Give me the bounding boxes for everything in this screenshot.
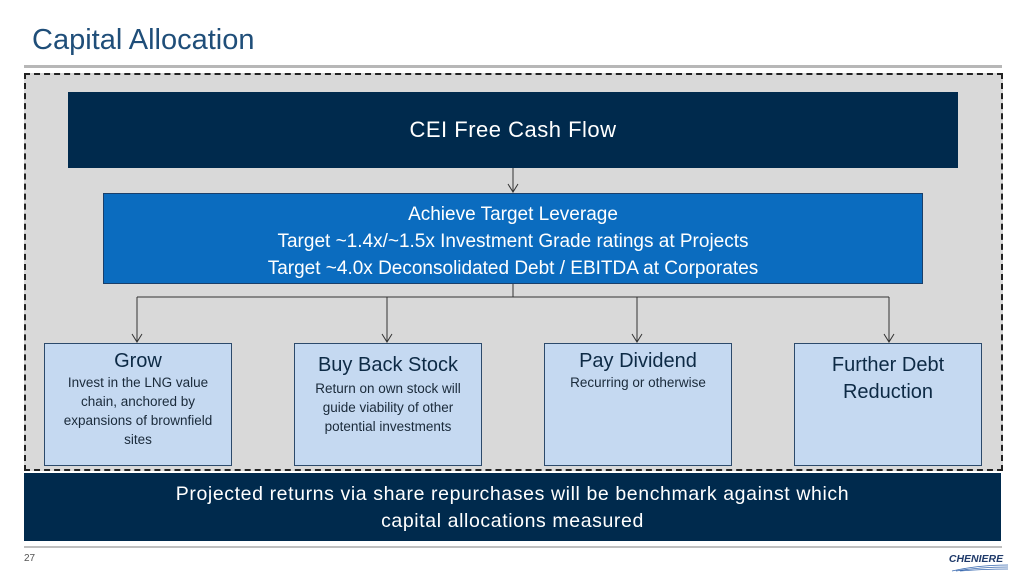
title-divider — [24, 65, 1002, 68]
page-title: Capital Allocation — [32, 24, 255, 56]
option-desc: Recurring or otherwise — [570, 375, 706, 390]
option-heading: Pay Dividend — [579, 350, 697, 372]
leverage-line-1: Achieve Target Leverage — [408, 204, 618, 225]
page-number: 27 — [24, 553, 36, 564]
option-debt-reduction: Further Debt Reduction — [794, 343, 982, 466]
banner-line-2: capital allocations measured — [381, 510, 644, 532]
option-grow: Grow Invest in the LNG value chain, anch… — [44, 343, 232, 466]
option-desc: Return on own stock will guide viability… — [315, 381, 461, 434]
option-desc: Invest in the LNG value chain, anchored … — [63, 375, 213, 447]
banner-line-1: Projected returns via share repurchases … — [175, 483, 850, 505]
cheniere-logo: CHENIERE — [938, 552, 1014, 577]
option-heading: Grow — [114, 350, 162, 372]
option-pay-dividend: Pay Dividend Recurring or otherwise — [544, 343, 732, 466]
option-buy-back-stock: Buy Back Stock Return on own stock will … — [294, 343, 482, 466]
svg-text:CHENIERE: CHENIERE — [949, 553, 1004, 565]
leverage-line-2: Target ~1.4x/~1.5x Investment Grade rati… — [277, 231, 749, 252]
footer-divider — [24, 546, 1002, 548]
leverage-line-3: Target ~4.0x Deconsolidated Debt / EBITD… — [267, 258, 759, 279]
option-heading: Buy Back Stock — [317, 354, 459, 376]
benchmark-banner: Projected returns via share repurchases … — [24, 473, 1001, 541]
target-leverage-box: Achieve Target Leverage Target ~1.4x/~1.… — [103, 193, 923, 284]
option-heading: Further Debt Reduction — [831, 354, 945, 403]
free-cash-flow-box: CEI Free Cash Flow — [68, 92, 958, 168]
